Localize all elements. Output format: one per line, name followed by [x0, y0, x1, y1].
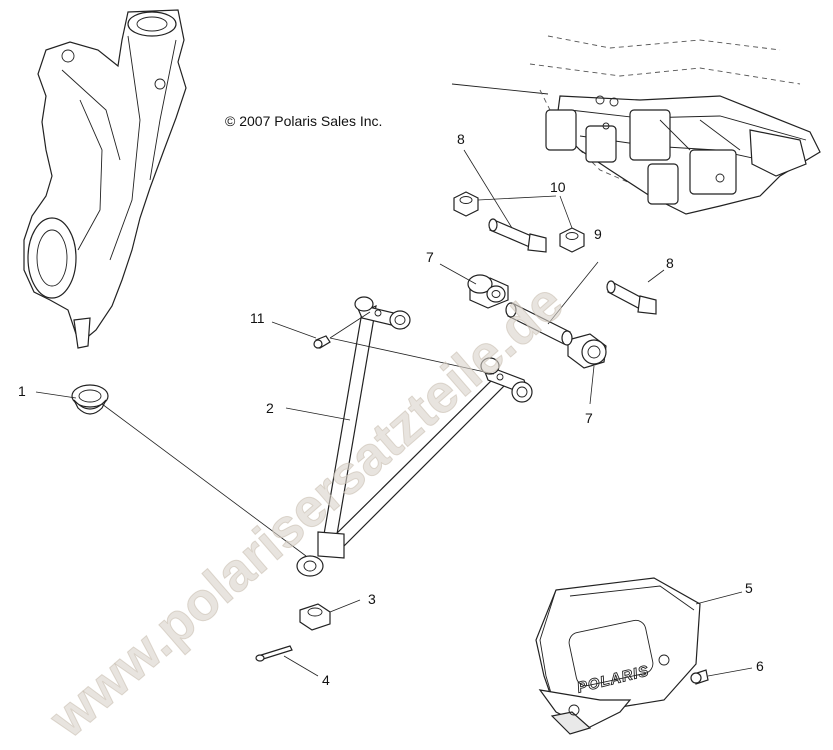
- part-3-nut: [299, 603, 331, 631]
- steering-knuckle: [23, 9, 187, 349]
- part-4-cotter-pin: [255, 645, 293, 662]
- frame-section: [451, 35, 821, 215]
- part-9-sleeve: [505, 302, 573, 346]
- part-7-bushing-lower: [567, 333, 607, 369]
- callout-11: 11: [250, 310, 265, 326]
- callout-9: 9: [594, 226, 602, 242]
- callout-4: 4: [322, 672, 330, 688]
- leader-lines: [35, 149, 753, 677]
- a-arm-front-bushing-tube: [354, 296, 411, 330]
- copyright-text: © 2007 Polaris Sales Inc.: [225, 113, 383, 129]
- callout-10: 10: [550, 179, 566, 195]
- part-10-nut-right: [559, 227, 585, 253]
- part-8-bolt-right: [606, 280, 657, 315]
- part-11-grease-fitting: [313, 335, 331, 349]
- a-arm: [296, 296, 533, 577]
- callout-5: 5: [745, 580, 753, 596]
- callout-2: 2: [266, 400, 274, 416]
- a-arm-rear-bushing-tube: [480, 357, 533, 403]
- part-7-bushing-upper: [467, 274, 509, 309]
- callout-6: 6: [756, 658, 764, 674]
- part-5-cover: [535, 577, 701, 735]
- callout-8-upper: 8: [457, 131, 465, 147]
- callout-8-right: 8: [666, 255, 674, 271]
- part-10-nut-left: [453, 191, 479, 217]
- callout-1: 1: [18, 383, 26, 399]
- callout-3: 3: [368, 591, 376, 607]
- callout-7-upper: 7: [426, 249, 434, 265]
- part-8-bolt-upper: [488, 218, 547, 253]
- part-1-boot: [71, 384, 109, 415]
- part-6-screw: [690, 669, 709, 685]
- callout-7-lower: 7: [585, 410, 593, 426]
